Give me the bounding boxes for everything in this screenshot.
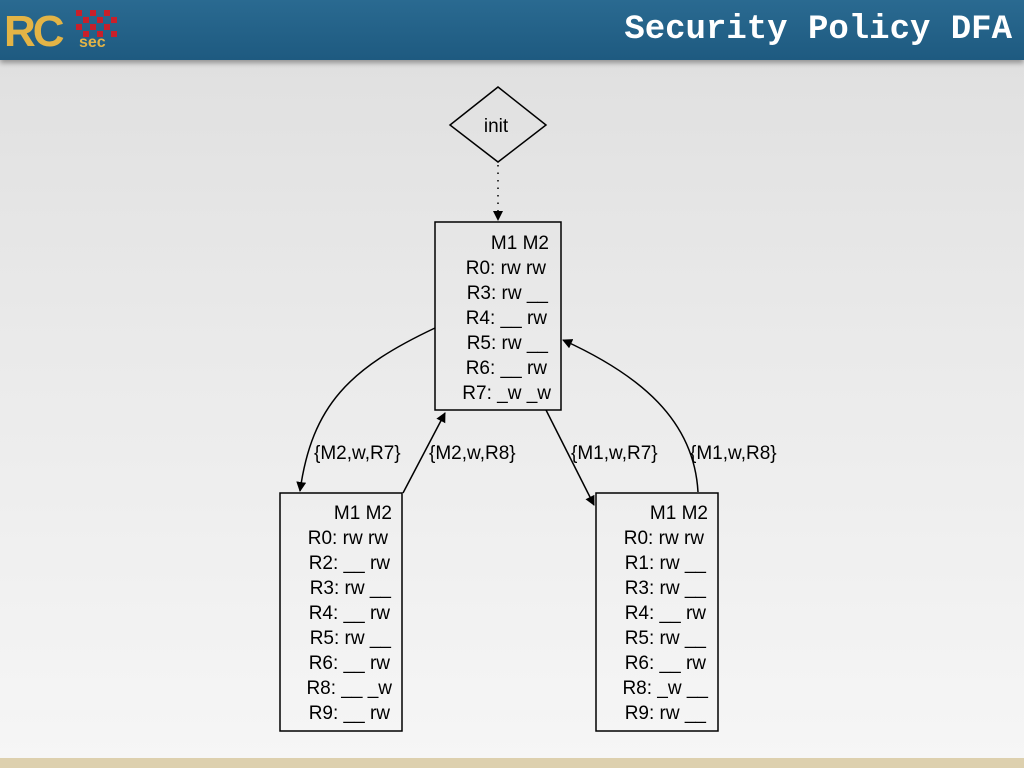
state-line: R5: rw __ xyxy=(310,628,392,649)
header-bar: RC sec Security Policy DFA xyxy=(0,0,1024,60)
edge-root-to-left xyxy=(296,327,436,492)
state-line: R9: __ rw xyxy=(309,703,391,724)
logo-grid-cell xyxy=(90,24,96,30)
edge-root-to-right xyxy=(545,409,595,506)
edge-label-root-to-left: {M2,w,R7} xyxy=(314,443,401,464)
state-line: R4: __ rw xyxy=(466,308,548,329)
init-label: init xyxy=(484,116,509,137)
state-line: R3: rw __ xyxy=(467,283,549,304)
edge-label-left-to-root: {M2,w,R8} xyxy=(429,443,516,464)
state-line: R2: __ rw xyxy=(309,553,391,574)
logo-grid-cell xyxy=(97,17,103,23)
edge-label-right-to-root: {M1,w,R8} xyxy=(690,443,777,464)
state-line: R8: _w __ xyxy=(622,678,708,699)
state-line: M1 M2 xyxy=(334,503,392,524)
logo-grid-cell xyxy=(104,10,110,16)
logo-grid-cell xyxy=(76,10,82,16)
state-line: R0: rw rw xyxy=(624,528,705,549)
init-node xyxy=(448,86,548,163)
state-line: R7: _w _w xyxy=(462,383,551,404)
state-line: R4: __ rw xyxy=(625,603,707,624)
state-line: R0: rw rw xyxy=(308,528,389,549)
state-line: R6: __ rw xyxy=(625,653,707,674)
logo-grid-cell xyxy=(83,31,89,37)
edge-left-to-root xyxy=(402,412,446,494)
edge-right-to-root xyxy=(562,339,699,493)
state-left-labels: M1 M2 R0: rw rw R2: __ rw R3: rw __ R4: … xyxy=(306,503,392,724)
state-line: R3: rw __ xyxy=(625,578,707,599)
edge-labels: {M2,w,R7} {M2,w,R8} {M1,w,R7} {M1,w,R8} xyxy=(314,443,777,464)
logo-sub-text: sec xyxy=(79,34,106,51)
state-line: R3: rw __ xyxy=(310,578,392,599)
state-root-labels: M1 M2 R0: rw rw R3: rw __ R4: __ rw R5: … xyxy=(462,233,551,404)
logo-grid-cell xyxy=(83,17,89,23)
logo-grid-cell xyxy=(76,24,82,30)
state-line: R6: __ rw xyxy=(309,653,391,674)
state-line: R4: __ rw xyxy=(309,603,391,624)
state-line: R8: __ _w xyxy=(306,678,392,699)
state-line: R5: rw __ xyxy=(625,628,707,649)
logo-grid-cell xyxy=(97,31,103,37)
state-line: R1: rw __ xyxy=(625,553,707,574)
state-line: R9: rw __ xyxy=(625,703,707,724)
state-right-labels: M1 M2 R0: rw rw R1: rw __ R3: rw __ R4: … xyxy=(622,503,708,724)
logo-grid-cell xyxy=(104,24,110,30)
logo-grid-cell xyxy=(90,10,96,16)
state-line: R0: rw rw xyxy=(466,258,547,279)
logo-grid-cell xyxy=(111,31,117,37)
state-line: M1 M2 xyxy=(650,503,708,524)
logo-grid-cell xyxy=(111,17,117,23)
state-left xyxy=(279,492,403,732)
edge-label-root-to-right: {M1,w,R7} xyxy=(571,443,658,464)
state-line: R6: __ rw xyxy=(466,358,548,379)
footer-bar xyxy=(0,758,1024,768)
logo-main-text: RC xyxy=(4,7,65,56)
state-right xyxy=(595,492,719,732)
rcsec-logo: RC sec xyxy=(2,2,122,58)
state-root xyxy=(434,221,562,411)
state-line: R5: rw __ xyxy=(467,333,549,354)
state-line: M1 M2 xyxy=(491,233,549,254)
page-title: Security Policy DFA xyxy=(624,11,1012,49)
